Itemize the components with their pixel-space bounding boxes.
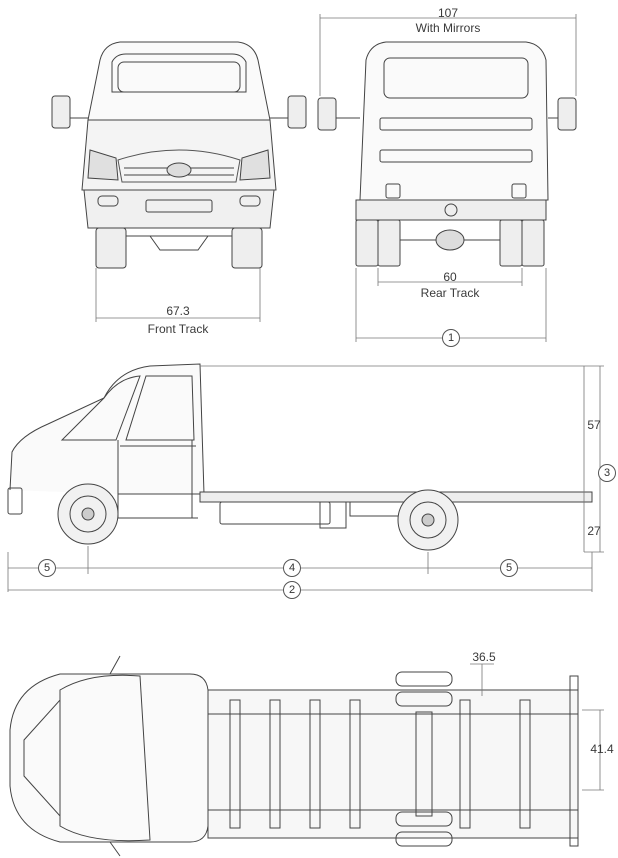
frame-height: 27 bbox=[587, 524, 601, 538]
body-height: 57 bbox=[587, 418, 601, 432]
side-view-drawing bbox=[8, 364, 592, 550]
marker-4: 4 bbox=[283, 559, 301, 577]
rear-track-value: 60 bbox=[443, 270, 457, 284]
marker-5-rear: 5 bbox=[500, 559, 518, 577]
width-mirrors-label: With Mirrors bbox=[415, 21, 481, 35]
front-track-value: 67.3 bbox=[166, 304, 190, 318]
rear-track-label: Rear Track bbox=[420, 286, 480, 300]
front-track-dimension bbox=[96, 268, 260, 322]
top-view-drawing bbox=[10, 656, 578, 856]
top-dimensions bbox=[470, 664, 604, 790]
width-mirrors-value: 107 bbox=[437, 6, 459, 20]
marker-3: 3 bbox=[598, 464, 616, 482]
marker-1: 1 bbox=[442, 329, 460, 347]
front-track-label: Front Track bbox=[147, 322, 209, 336]
marker-2: 2 bbox=[283, 581, 301, 599]
frame-width-rear: 36.5 bbox=[472, 650, 496, 664]
rear-view-drawing bbox=[318, 42, 576, 266]
marker-5-front: 5 bbox=[38, 559, 56, 577]
frame-width-tail: 41.4 bbox=[590, 742, 614, 756]
front-view-drawing bbox=[52, 42, 306, 268]
